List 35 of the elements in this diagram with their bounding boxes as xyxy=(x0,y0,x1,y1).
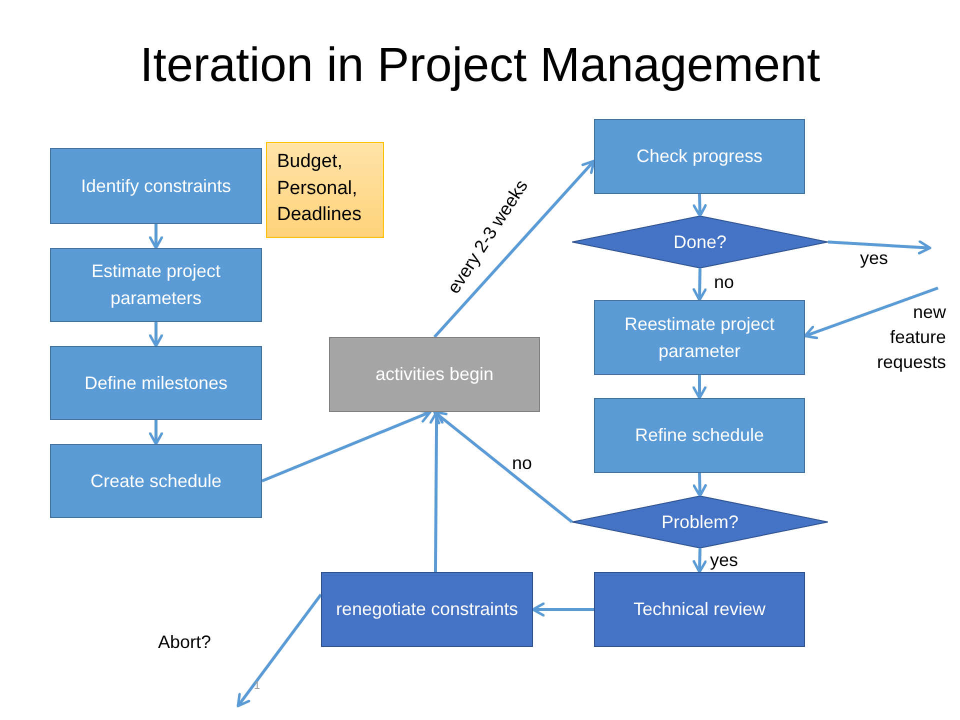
edge-label: yes xyxy=(860,247,888,270)
note-box: Budget, Personal, Deadlines xyxy=(266,142,384,238)
process-box: renegotiate constraints xyxy=(321,572,533,647)
arrow xyxy=(433,410,573,524)
process-box: Technical review xyxy=(594,572,805,647)
process-box: Refine schedule xyxy=(594,398,805,473)
edge-label: no xyxy=(512,452,532,475)
arrow xyxy=(148,420,164,446)
arrow xyxy=(433,160,596,338)
arrow xyxy=(692,268,707,302)
decision-diamond: Problem? xyxy=(572,496,828,548)
arrow xyxy=(692,194,707,218)
process-box: Reestimate project parameter xyxy=(594,300,805,375)
arrow xyxy=(804,286,938,340)
arrow xyxy=(692,375,707,400)
arrow xyxy=(148,224,164,250)
process-box: Check progress xyxy=(594,119,805,194)
title: Iteration in Project Management xyxy=(138,38,822,93)
process-box: Identify constraints xyxy=(50,148,262,224)
arrow xyxy=(692,548,707,574)
process-box: Create schedule xyxy=(50,444,262,518)
edge-label: Abort? xyxy=(158,631,212,654)
process-box: Define milestones xyxy=(50,346,262,420)
process-box: activities begin xyxy=(329,337,540,412)
edge-label: new feature requests xyxy=(876,301,946,374)
arrow xyxy=(828,240,932,254)
arrow xyxy=(532,602,594,617)
decision-diamond: Done? xyxy=(572,216,828,268)
edge-label: yes xyxy=(710,549,738,572)
page-number: 1 xyxy=(254,680,260,692)
edge-label: no xyxy=(714,271,734,294)
arrow xyxy=(692,472,707,498)
process-box: Estimate project parameters xyxy=(50,248,262,322)
arrow xyxy=(236,594,322,708)
arrow xyxy=(148,322,164,348)
